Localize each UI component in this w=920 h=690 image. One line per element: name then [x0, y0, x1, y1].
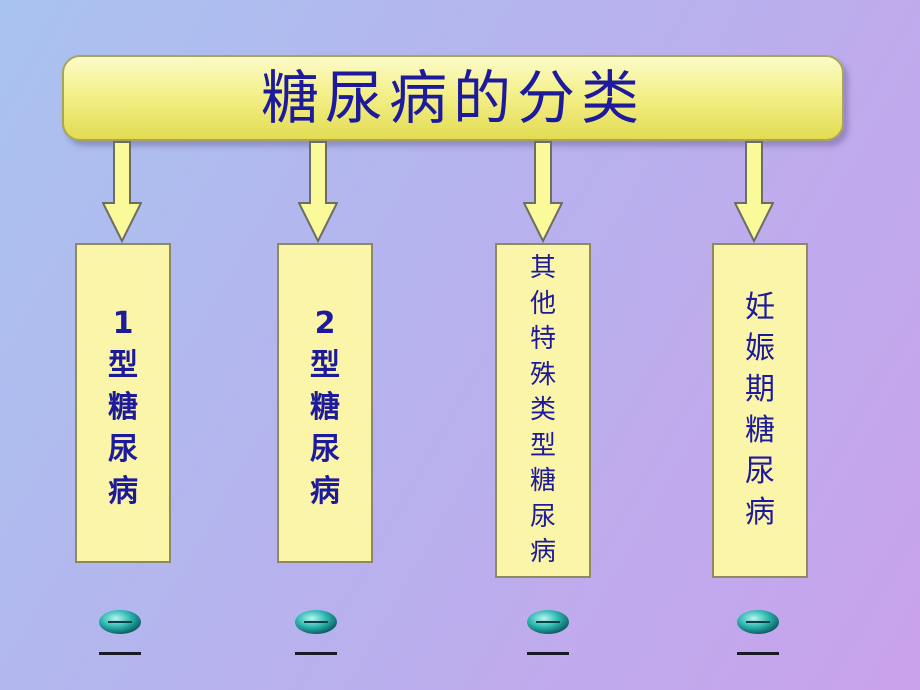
- category-box-other: 其 他 特 殊 类 型 糖 尿 病: [495, 243, 591, 578]
- title-banner: 糖尿病的分类: [62, 55, 844, 141]
- diagram-title: 糖尿病的分类: [260, 64, 645, 132]
- bullet-icon-3: [527, 610, 569, 655]
- category-box-type1: 1 型 糖 尿 病: [75, 243, 171, 563]
- down-arrow-3: [523, 141, 563, 243]
- category-label-type2: 2 型 糖 尿 病: [310, 306, 340, 509]
- bullet-icon-2: [295, 610, 337, 655]
- bullet-icon-1: [99, 610, 141, 655]
- category-box-type2: 2 型 糖 尿 病: [277, 243, 373, 563]
- category-box-gestational: 妊 娠 期 糖 尿 病: [712, 243, 808, 578]
- bullet-icon-4: [737, 610, 779, 655]
- category-label-gestational: 妊 娠 期 糖 尿 病: [745, 290, 775, 530]
- down-arrow-1: [102, 141, 142, 243]
- category-label-other: 其 他 特 殊 类 型 糖 尿 病: [529, 253, 556, 567]
- down-arrow-2: [298, 141, 338, 243]
- down-arrow-4: [734, 141, 774, 243]
- category-label-type1: 1 型 糖 尿 病: [108, 306, 138, 509]
